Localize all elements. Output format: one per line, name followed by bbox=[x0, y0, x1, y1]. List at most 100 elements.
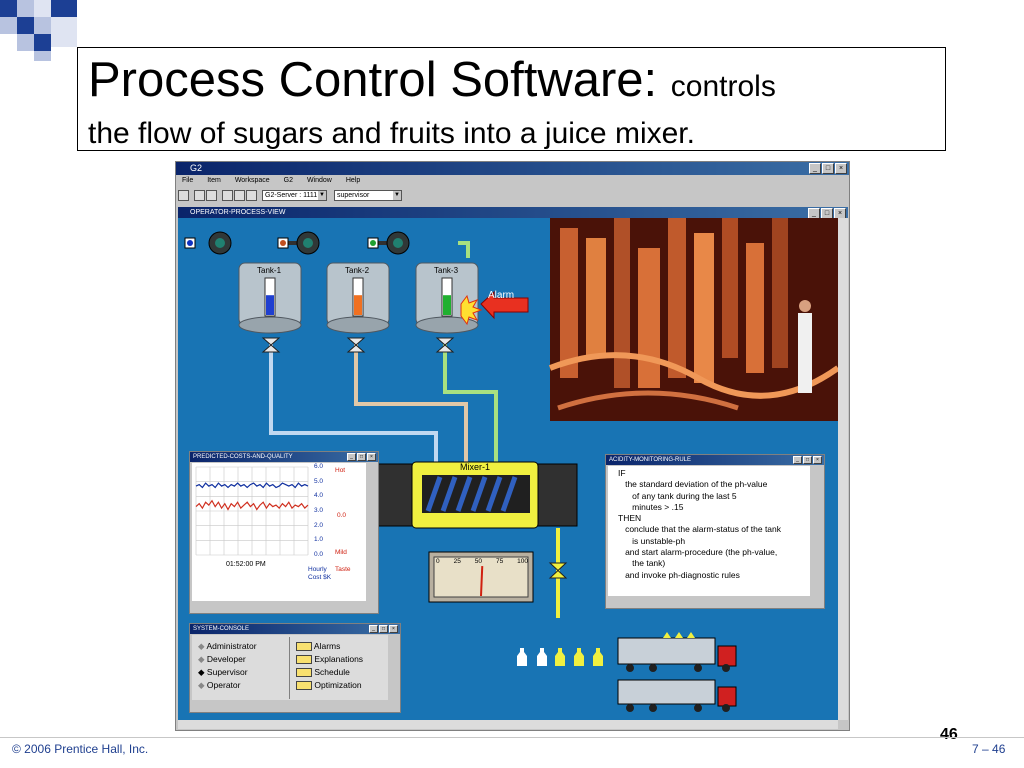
workspace-title: OPERATOR-PROCESS-VIEW bbox=[190, 209, 286, 216]
decor-square bbox=[34, 34, 51, 51]
minimize-button[interactable]: _ bbox=[369, 625, 378, 633]
pipe-tank1 bbox=[269, 343, 438, 462]
horizontal-scrollbar[interactable] bbox=[178, 720, 838, 729]
close-button[interactable]: × bbox=[835, 163, 847, 174]
gauge-tick: 50 bbox=[474, 558, 482, 565]
menu-window[interactable]: Window bbox=[306, 177, 332, 184]
maximize-button[interactable]: □ bbox=[822, 163, 834, 174]
decor-square bbox=[17, 17, 34, 34]
console-body: ◆ Administrator ◆ Developer ◆ Supervisor… bbox=[192, 635, 388, 700]
server-select[interactable]: G2-Server : 1111▼ bbox=[262, 190, 327, 201]
rule-text: IF the standard deviation of the ph-valu… bbox=[608, 466, 810, 596]
chevron-down-icon: ▼ bbox=[393, 191, 401, 200]
rule-line: and start alarm-procedure (the ph-value, bbox=[618, 547, 778, 558]
module-optimization[interactable]: Optimization bbox=[296, 680, 362, 691]
decor-square bbox=[34, 17, 51, 34]
rule-titlebar: ACIDITY-MONITORING-RULE _□× bbox=[606, 455, 824, 465]
console-window: SYSTEM-CONSOLE _□× ◆ Administrator ◆ Dev… bbox=[189, 623, 401, 713]
decor-square bbox=[34, 0, 51, 17]
menu-help[interactable]: Help bbox=[345, 177, 361, 184]
tank-2 bbox=[326, 262, 390, 334]
console-titlebar: SYSTEM-CONSOLE _□× bbox=[190, 624, 400, 634]
restore-button[interactable]: □ bbox=[357, 453, 366, 461]
close-button[interactable]: × bbox=[367, 453, 376, 461]
decor-square bbox=[51, 17, 77, 47]
user-administrator[interactable]: ◆ Administrator bbox=[198, 641, 257, 651]
decor-square bbox=[51, 0, 77, 17]
restore-button[interactable]: □ bbox=[803, 456, 812, 464]
copyright: © 2006 Prentice Hall, Inc. bbox=[12, 742, 149, 756]
close-button[interactable]: × bbox=[813, 456, 822, 464]
user-supervisor[interactable]: ◆ Supervisor bbox=[198, 667, 248, 677]
title-box bbox=[77, 47, 946, 151]
label-hot: Hot bbox=[335, 467, 346, 474]
slide-number: 7 – 46 bbox=[972, 742, 1006, 756]
taste-label: Taste bbox=[335, 566, 351, 573]
workspace-window: OPERATOR-PROCESS-VIEW _ □ × bbox=[178, 207, 848, 729]
footer-divider bbox=[0, 737, 1024, 738]
user-select[interactable]: supervisor▼ bbox=[334, 190, 402, 201]
slide-title: Process Control Software: controls bbox=[88, 53, 776, 107]
vertical-scrollbar[interactable] bbox=[838, 218, 848, 720]
stop-button[interactable] bbox=[222, 190, 233, 201]
costs-titlebar: PREDICTED-COSTS-AND-QUALITY _□× bbox=[190, 452, 378, 462]
user-developer[interactable]: ◆ Developer bbox=[198, 654, 246, 664]
close-button[interactable]: × bbox=[389, 625, 398, 633]
rule-line: the standard deviation of the ph-value bbox=[618, 479, 768, 490]
y-tick-label: 1.0 bbox=[314, 536, 324, 544]
series-line-1 bbox=[195, 499, 309, 511]
search-button[interactable] bbox=[246, 190, 257, 201]
process-diagram bbox=[184, 218, 838, 712]
bottles bbox=[517, 648, 603, 666]
minimize-button[interactable]: _ bbox=[809, 163, 821, 174]
toolbar-button[interactable] bbox=[206, 190, 217, 201]
truck-2 bbox=[617, 679, 737, 712]
process-canvas: Alarm Tank-1 Tank-2 Tank-3 Mixer-1 0 25 … bbox=[178, 218, 838, 720]
menu-file[interactable]: File bbox=[182, 177, 194, 184]
gauge-scale: 0 25 50 75 100 bbox=[436, 558, 528, 565]
hourly-cost-label: Hourly Cost $K bbox=[308, 566, 332, 581]
menu-item[interactable]: Item bbox=[207, 177, 221, 184]
y-tick-label: 6.0 bbox=[314, 463, 324, 470]
menu-g2[interactable]: G2 bbox=[283, 177, 293, 184]
mixer-label: Mixer-1 bbox=[460, 462, 491, 472]
rule-line: THEN bbox=[618, 513, 642, 524]
rule-line: of any tank during the last 5 bbox=[618, 490, 737, 501]
y-tick-label: 0.0 bbox=[314, 551, 324, 558]
pump-group bbox=[184, 231, 410, 255]
module-schedule[interactable]: Schedule bbox=[296, 667, 350, 678]
module-alarms[interactable]: Alarms bbox=[296, 641, 340, 652]
rule-line: minutes > .15 bbox=[618, 501, 684, 512]
rule-line: the tank) bbox=[618, 558, 666, 569]
menu-workspace[interactable]: Workspace bbox=[234, 177, 270, 184]
decor-square bbox=[0, 17, 17, 34]
valve-out bbox=[548, 562, 568, 579]
rule-line: and invoke ph-diagnostic rules bbox=[618, 569, 740, 580]
y-tick-label: 4.0 bbox=[314, 492, 324, 500]
alarm-arrow-icon bbox=[480, 290, 529, 320]
app-title: G2 bbox=[190, 163, 203, 173]
truck-1 bbox=[617, 632, 737, 672]
user-operator[interactable]: ◆ Operator bbox=[198, 680, 241, 690]
toolbar-button[interactable] bbox=[178, 190, 189, 201]
series-line-0 bbox=[195, 482, 309, 489]
minimize-button[interactable]: _ bbox=[793, 456, 802, 464]
pause-button[interactable] bbox=[234, 190, 245, 201]
pipe-tank3 bbox=[443, 343, 498, 462]
gauge-tick: 100 bbox=[517, 558, 528, 565]
module-explanations[interactable]: Explanations bbox=[296, 654, 363, 665]
minimize-button[interactable]: _ bbox=[347, 453, 356, 461]
factory-photo bbox=[548, 218, 838, 421]
g2-window: G2 _ □ × File Item Workspace G2 Window H… bbox=[175, 161, 850, 731]
menu-bar: File Item Workspace G2 Window Help bbox=[176, 175, 849, 187]
gauge-tick: 0 bbox=[436, 558, 440, 565]
y-tick-label: 3.0 bbox=[314, 507, 324, 514]
alarm-burst-icon bbox=[460, 294, 483, 326]
costs-chart bbox=[195, 466, 309, 556]
restore-button[interactable]: □ bbox=[379, 625, 388, 633]
toolbar-button[interactable] bbox=[194, 190, 205, 201]
valve-2 bbox=[346, 337, 366, 353]
y-tick-label: 5.0 bbox=[314, 477, 324, 485]
